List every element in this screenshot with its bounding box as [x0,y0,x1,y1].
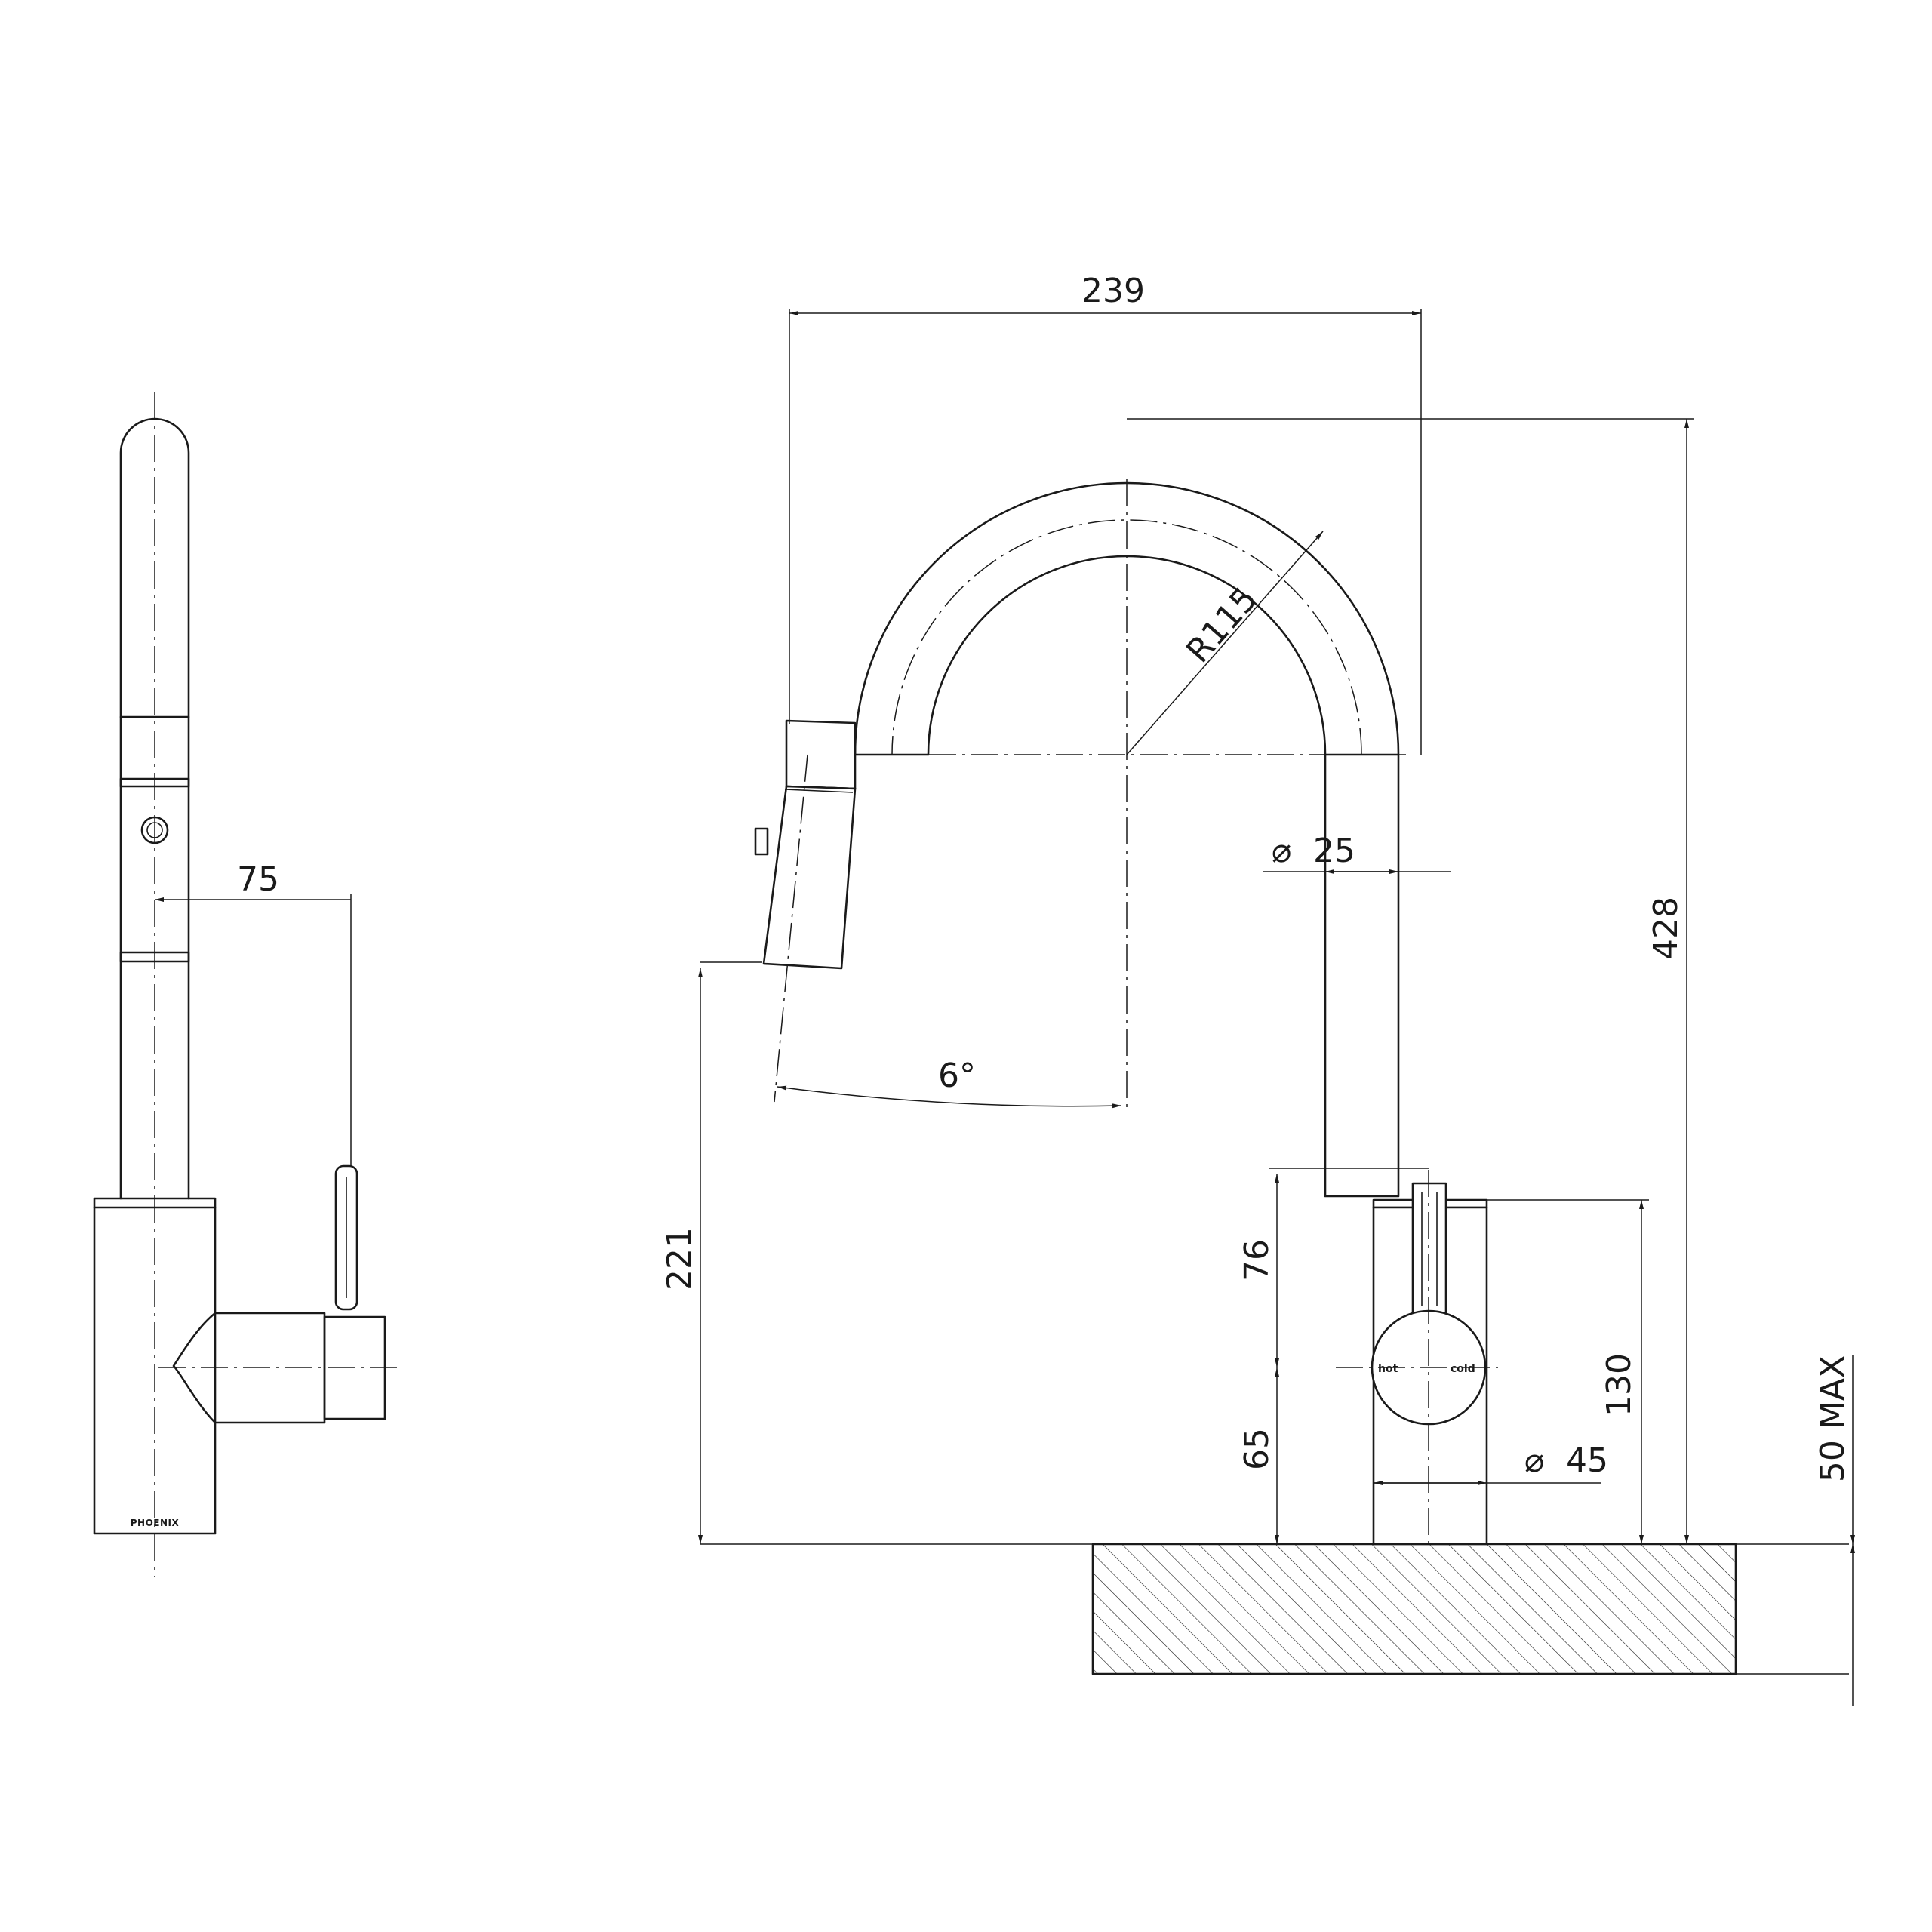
dim-outlet-projection: 75 [237,860,279,899]
dim-radius-line [1126,531,1324,755]
front-handle-lever [1411,1182,1447,1319]
dim-angle-arc [777,1085,1122,1109]
spray-angle-centerline [774,754,808,1103]
spray-head [762,785,857,970]
side-handle-lever [334,1164,358,1311]
dim-body-diameter: 45 [1566,1441,1608,1480]
front-spout-arc [854,481,1400,1198]
side-spray-button [140,816,169,844]
front-view: hot cold 239 428 R115 ⌀ 25 6° 221 [660,272,1855,1706]
spray-head-collar [785,719,857,790]
dim-handle-center-height: 65 [1238,1428,1276,1470]
side-spray-collar [119,777,190,788]
hot-label: hot [1378,1363,1398,1375]
dim-spout-angle: 6° [938,1057,976,1095]
dim-bench-thickness: 50 MAX [1814,1355,1852,1482]
bench-hatching [1093,1544,1736,1674]
dim-overall-reach: 239 [1081,272,1145,310]
spray-head-button [754,827,769,856]
dim-handle-height: 76 [1238,1239,1276,1281]
side-aerator [119,951,190,963]
side-body [93,1197,217,1535]
diameter-symbol-body: ⌀ [1524,1441,1545,1480]
dim-overall-height: 428 [1647,897,1685,960]
dim-outlet-height: 221 [660,1227,699,1291]
dim-spout-diameter: 25 [1313,832,1355,870]
side-view: 75 PHOENIX [93,392,400,1577]
dim-body-height: 130 [1600,1353,1638,1417]
side-spout-tube [119,417,190,1200]
diameter-symbol: ⌀ [1272,832,1292,870]
brand-label: PHOENIX [131,1518,180,1528]
cold-label: cold [1451,1363,1475,1375]
